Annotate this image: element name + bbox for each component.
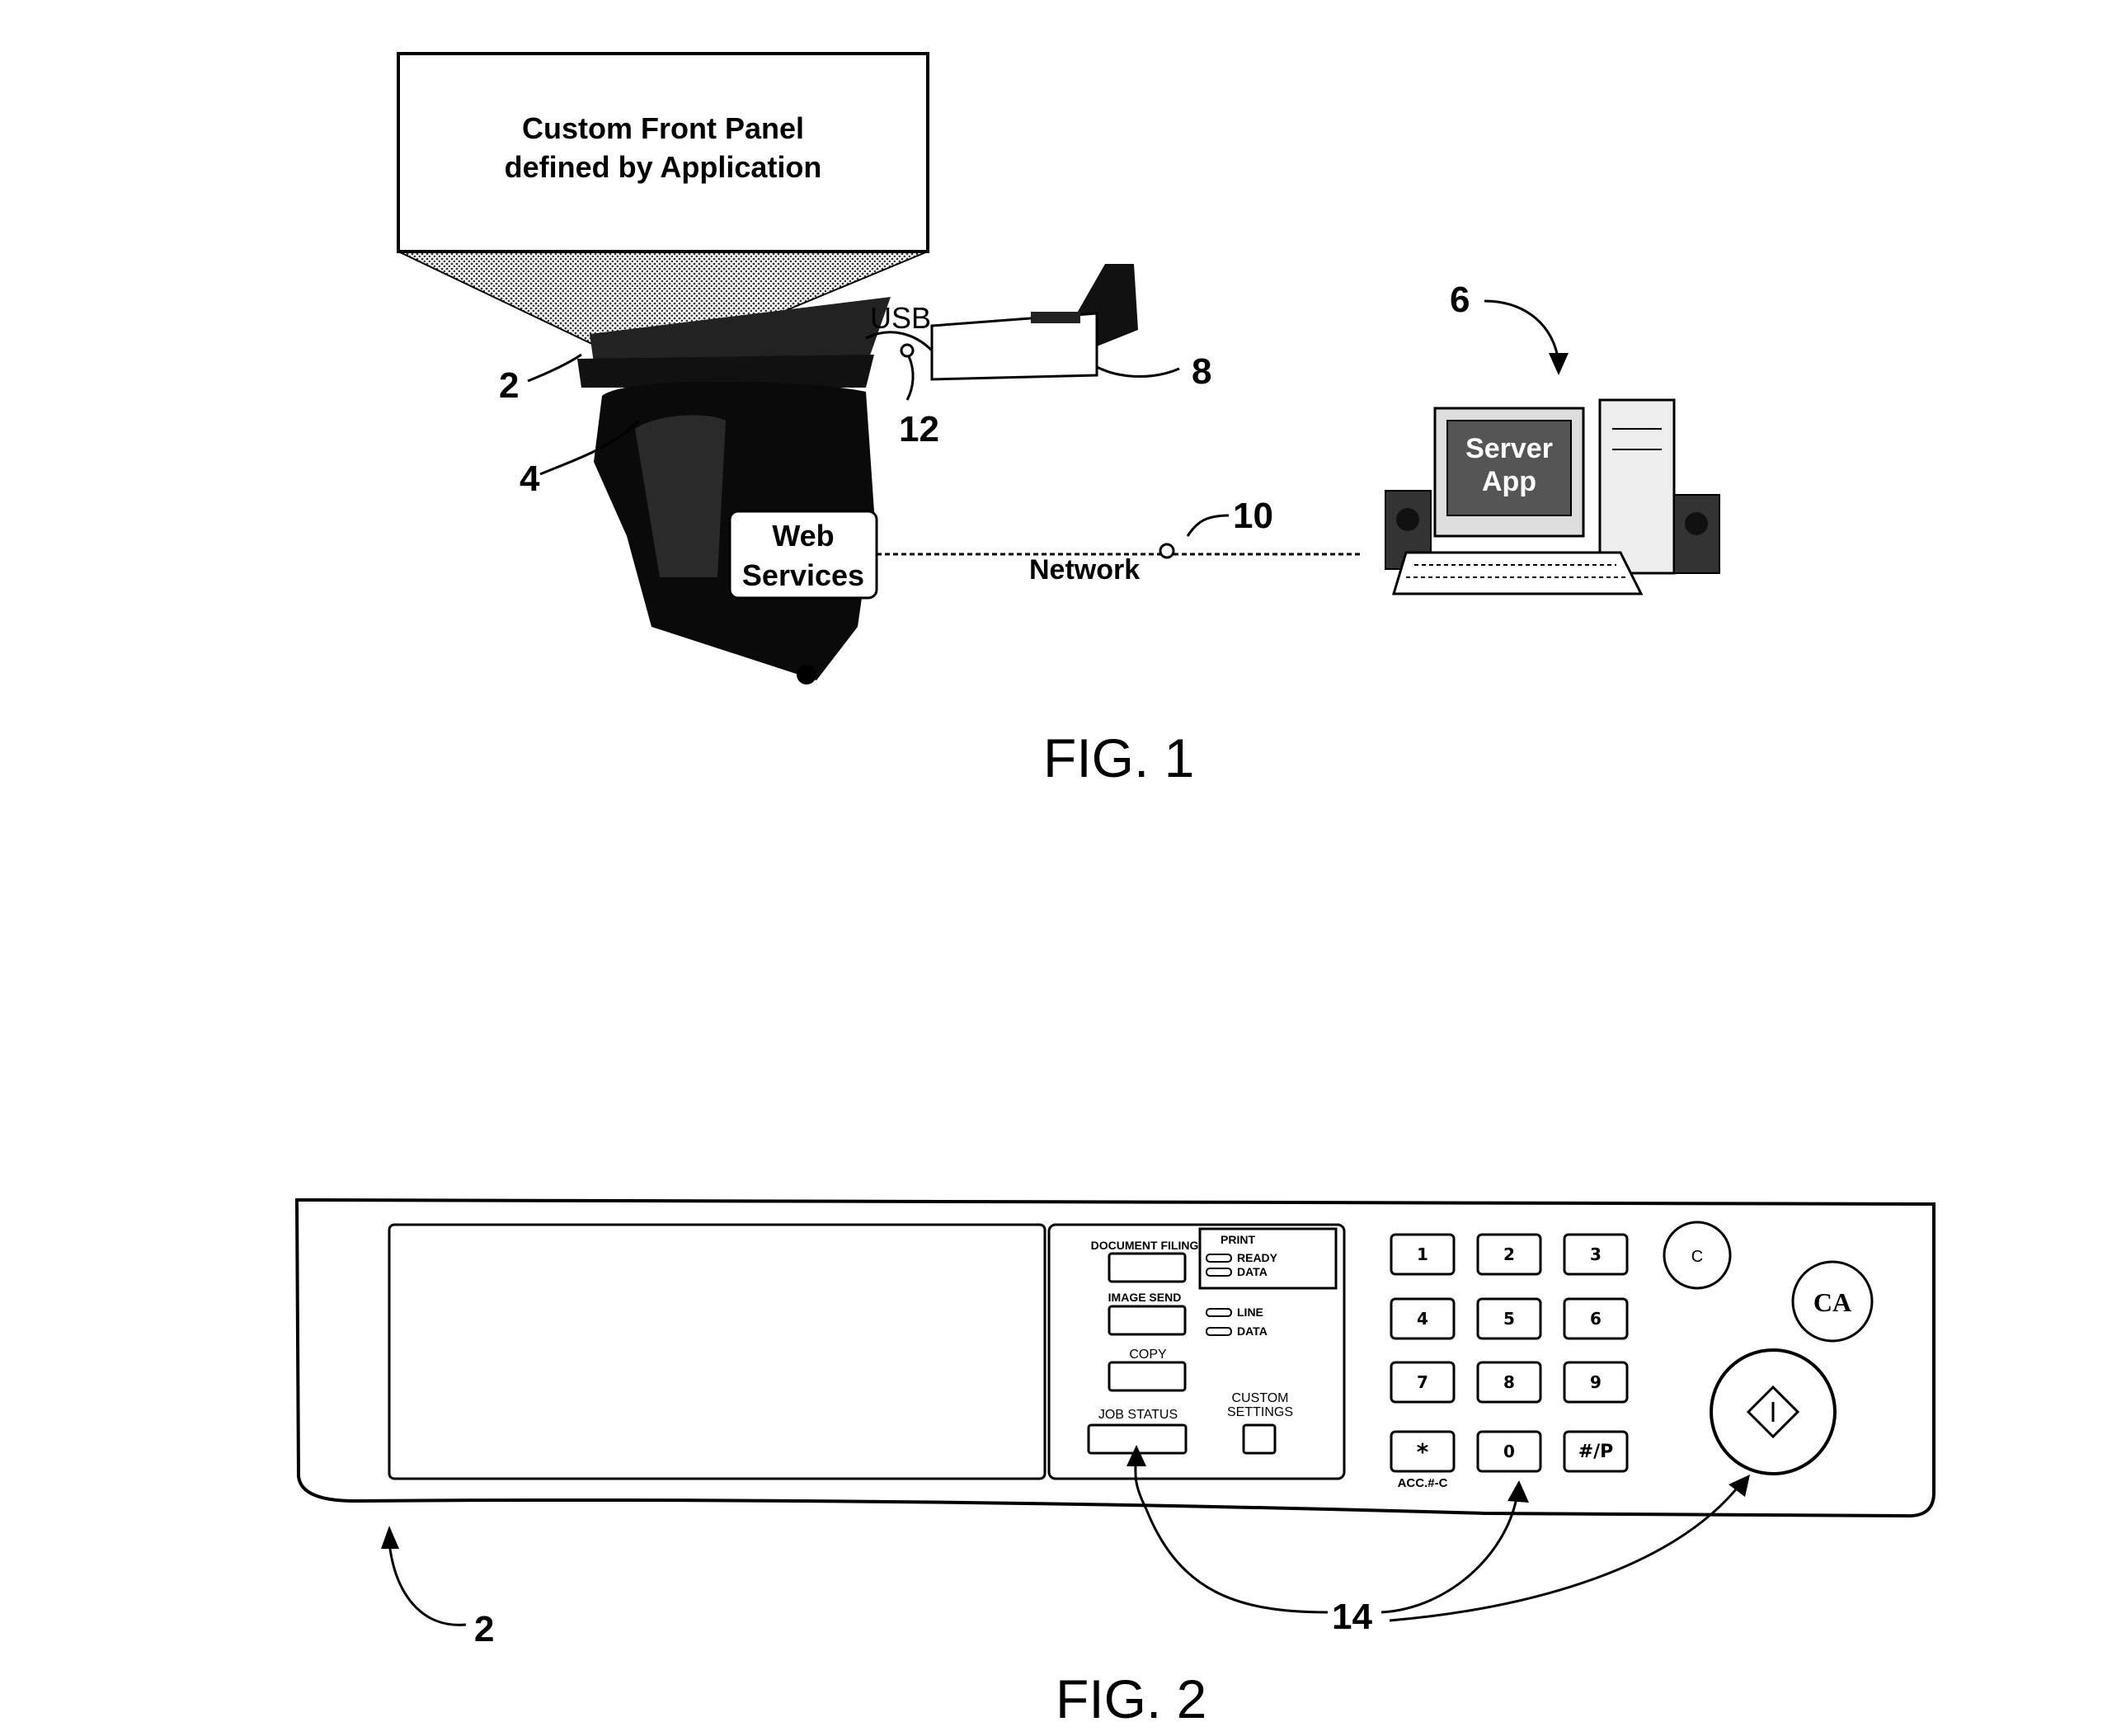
- usb-label: USB: [870, 301, 931, 335]
- copy-button[interactable]: [1109, 1362, 1185, 1390]
- network-marker: [1160, 544, 1174, 557]
- print-title: PRINT: [1221, 1233, 1255, 1246]
- copy-label: COPY: [1129, 1348, 1167, 1362]
- ref-2-fig1: 2: [499, 365, 519, 406]
- ref-8: 8: [1192, 351, 1211, 392]
- ready-led: [1206, 1254, 1231, 1262]
- clear-label: C: [1691, 1248, 1703, 1266]
- fig2-caption: FIG. 2: [1056, 1668, 1206, 1729]
- line-label: LINE: [1237, 1306, 1263, 1319]
- ref-10: 10: [1233, 496, 1273, 536]
- custom-panel-line1: Custom Front Panel: [522, 111, 804, 145]
- key-0-label: 0: [1503, 1442, 1515, 1461]
- custom-settings-label-2: SETTINGS: [1227, 1405, 1293, 1419]
- print-data-led: [1206, 1268, 1231, 1276]
- server-arrowhead: [1549, 353, 1569, 375]
- ref-2-fig2: 2: [474, 1609, 494, 1649]
- ref-6: 6: [1450, 280, 1470, 320]
- lcd-display: [389, 1225, 1045, 1479]
- key-5-label: 5: [1503, 1309, 1515, 1329]
- ref-14: 14: [1332, 1597, 1372, 1637]
- key-4-label: 4: [1417, 1309, 1428, 1329]
- ref-4: 4: [520, 459, 540, 499]
- custom-settings-button[interactable]: [1244, 1425, 1275, 1453]
- ref-12: 12: [899, 409, 939, 449]
- arrow-2-fig2: [381, 1526, 399, 1549]
- document-filing-button[interactable]: [1109, 1254, 1185, 1282]
- fig1-caption: FIG. 1: [1043, 727, 1194, 788]
- key-star-label: *: [1417, 1438, 1429, 1465]
- ready-label: READY: [1237, 1251, 1278, 1264]
- server-app-line1: Server: [1465, 433, 1553, 464]
- line-data-label: DATA: [1237, 1324, 1268, 1338]
- custom-settings-label-1: CUSTOM: [1231, 1391, 1288, 1405]
- job-status-label: JOB STATUS: [1098, 1408, 1178, 1422]
- key-6-label: 6: [1590, 1309, 1602, 1329]
- key-hash-p-label: #/P: [1578, 1442, 1614, 1462]
- usb-port-marker: [901, 345, 913, 356]
- network-label: Network: [1029, 554, 1140, 586]
- print-data-label: DATA: [1237, 1265, 1268, 1278]
- line-data-led: [1206, 1328, 1231, 1335]
- document-filing-label: DOCUMENT FILING: [1091, 1239, 1199, 1252]
- server-computer: [1385, 400, 1719, 594]
- image-send-button[interactable]: [1109, 1306, 1185, 1334]
- image-send-label: IMAGE SEND: [1108, 1291, 1182, 1304]
- custom-panel-line2: defined by Application: [505, 150, 822, 184]
- acc-label: ACC.#-C: [1398, 1476, 1448, 1490]
- clear-all-label: CA: [1813, 1287, 1851, 1317]
- key-8-label: 8: [1503, 1372, 1515, 1392]
- web-services-line1: Web: [772, 519, 834, 553]
- key-1-label: 1: [1417, 1244, 1428, 1264]
- key-3-label: 3: [1590, 1244, 1602, 1264]
- server-app-line2: App: [1482, 466, 1536, 497]
- start-button[interactable]: [1711, 1350, 1835, 1474]
- key-9-label: 9: [1590, 1372, 1602, 1392]
- key-2-label: 2: [1503, 1244, 1515, 1264]
- line-led: [1206, 1309, 1231, 1316]
- web-services-line2: Services: [742, 558, 864, 592]
- key-7-label: 7: [1417, 1372, 1428, 1392]
